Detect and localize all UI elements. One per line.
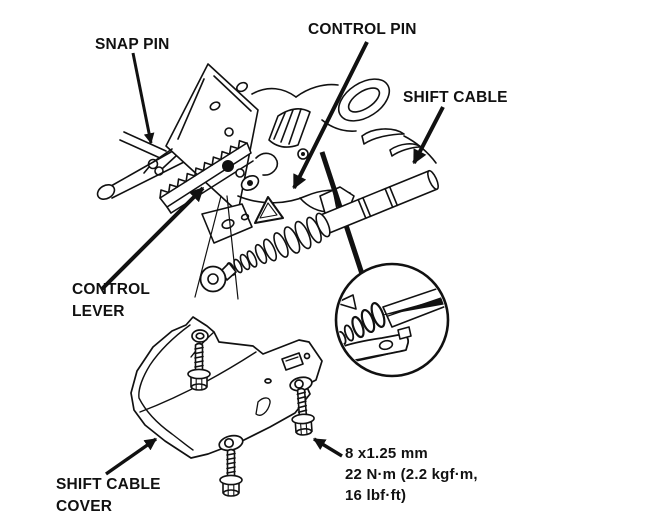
snap-pin-label: SNAP PIN	[95, 36, 170, 53]
control-pin-arrow	[292, 41, 369, 190]
shift-cable-cover-drawing	[130, 316, 323, 459]
control-lever-arrow	[100, 186, 205, 291]
leader-arrows	[100, 41, 445, 476]
control-pin-label: CONTROL PIN	[308, 21, 417, 38]
bolt-spec-arrow	[312, 437, 343, 458]
shift-cable-drawing	[199, 169, 439, 293]
cover-arrow	[105, 437, 158, 476]
control-lever-label: CONTROL LEVER	[72, 281, 151, 320]
snap-pin-arrow	[131, 52, 155, 145]
bolt-spec-label: 8 x1.25 mm 22 N·m (2.2 kgf·m, 16 lbf·ft)	[345, 445, 478, 504]
snap-pin-part	[143, 148, 177, 176]
shift-cable-label: SHIFT CABLE	[403, 89, 508, 106]
shift-cable-arrow	[412, 106, 445, 165]
cover-bolt-bottom	[219, 448, 243, 497]
shift-cable-cover-label: SHIFT CABLE COVER	[56, 476, 161, 515]
detail-inset-circle	[334, 262, 450, 378]
shift-mechanism-drawing	[96, 63, 437, 300]
